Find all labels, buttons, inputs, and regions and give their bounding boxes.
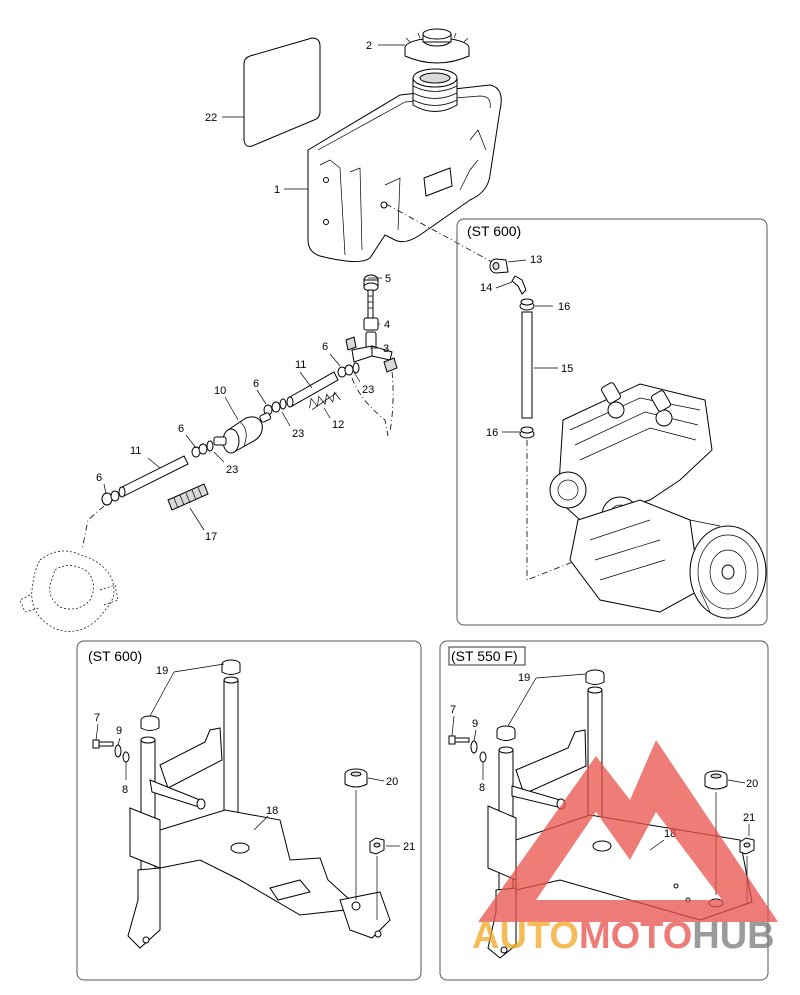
engine-panel-frame (456, 218, 768, 626)
fuel-filter (213, 412, 272, 454)
callout-13: 13 (530, 254, 542, 266)
tee-fitting (345, 331, 398, 373)
callout-3: 3 (383, 343, 389, 355)
hose-clamp-lower (519, 426, 535, 439)
vent-hose (521, 311, 533, 419)
engine-panel: (ST 600) (456, 218, 768, 626)
st600-callout-19: 19 (156, 665, 168, 677)
tube-cap-upper-550 (585, 669, 605, 685)
callout-11a: 11 (295, 359, 306, 371)
flange-nut-550 (739, 837, 755, 855)
leader-lines (103, 44, 405, 531)
callout-5: 5 (385, 273, 391, 285)
engine-panel-title: (ST 600) (467, 223, 521, 239)
fuel-cap (404, 28, 470, 64)
watermark-logo-mark (478, 740, 778, 922)
callout-6a: 6 (322, 341, 328, 353)
st600-panel-title: (ST 600) (88, 648, 142, 664)
st550f-callout-21: 21 (743, 812, 755, 824)
fuel-system-assembly: 2 22 1 5 4 3 6 11 23 6 10 23 12 11 6 23 … (19, 28, 502, 632)
callout-6c: 6 (178, 423, 184, 435)
mounting-bracket (127, 676, 391, 949)
tube-cap-lower (140, 715, 160, 731)
flange-nut (369, 837, 385, 855)
hose-clamp-bottom (101, 490, 120, 506)
st550f-panel-title: (ST 550 F) (451, 648, 518, 664)
watermark: AUTOMOTOHUB (472, 740, 778, 957)
st600-panel-frame (76, 640, 422, 981)
bracket-panel-st600: (ST 600) (76, 640, 422, 981)
callout-23c: 23 (226, 464, 238, 476)
tube-cap-lower-550 (496, 725, 516, 741)
grommet (363, 274, 379, 292)
fuel-tank (307, 68, 502, 262)
hose-clamps-upper (337, 362, 360, 378)
st550f-callout-7: 7 (450, 704, 456, 716)
callout-23b: 23 (292, 428, 304, 440)
rubber-grommet (344, 768, 368, 788)
decal-sticker (243, 37, 321, 147)
callout-17: 17 (205, 531, 217, 543)
watermark-text: AUTOMOTOHUB (472, 915, 775, 957)
callout-11b: 11 (130, 445, 141, 457)
rubber-grommet-550 (704, 770, 728, 790)
main-callouts: 2 22 1 5 4 3 6 11 23 6 10 23 12 11 6 23 … (96, 40, 391, 543)
tank-to-engine-link (385, 203, 493, 263)
callout-4: 4 (384, 319, 390, 331)
callout-1: 1 (274, 184, 280, 196)
st550f-callout-8: 8 (479, 782, 485, 794)
tank-fitting (489, 258, 509, 274)
callout-10: 10 (214, 385, 226, 397)
st550f-callout-19: 19 (518, 672, 530, 684)
st600-callout-8: 8 (122, 784, 128, 796)
callout-16a: 16 (558, 301, 570, 313)
callout-2: 2 (366, 40, 372, 52)
callout-22: 22 (205, 112, 217, 124)
callout-6b: 6 (253, 378, 259, 390)
fuel-hose-lower (119, 455, 189, 497)
pickup-tube (363, 289, 379, 331)
callout-23a: 23 (362, 384, 374, 396)
bolt-washer-nut (92, 739, 130, 763)
spiral-sleeve (167, 483, 209, 511)
st550f-title-box (448, 646, 526, 666)
spring (309, 391, 341, 410)
st550f-callout-9: 9 (472, 718, 478, 730)
tube-cap-upper (221, 659, 241, 675)
callout-16b: 16 (486, 427, 498, 439)
callout-14: 14 (480, 282, 492, 294)
st550f-callout-20: 20 (746, 778, 758, 790)
callout-12: 12 (332, 419, 344, 431)
elbow-fitting (511, 275, 527, 295)
st600-callout-21: 21 (403, 841, 415, 853)
st600-callout-9: 9 (116, 725, 122, 737)
st600-callout-18: 18 (266, 805, 278, 817)
callout-15: 15 (561, 363, 573, 375)
carburetor-sketch (19, 550, 119, 632)
hose-clamps-mid (263, 398, 287, 416)
bolt-washer-nut-550 (448, 735, 487, 763)
st600-callout-7: 7 (94, 712, 100, 724)
engine-block (549, 382, 767, 619)
hose-clamp-top (519, 298, 535, 311)
hose-clamps-lower (191, 440, 214, 458)
st600-callout-20: 20 (386, 776, 398, 788)
callout-6d: 6 (96, 472, 102, 484)
st550f-panel-frame (439, 640, 769, 981)
